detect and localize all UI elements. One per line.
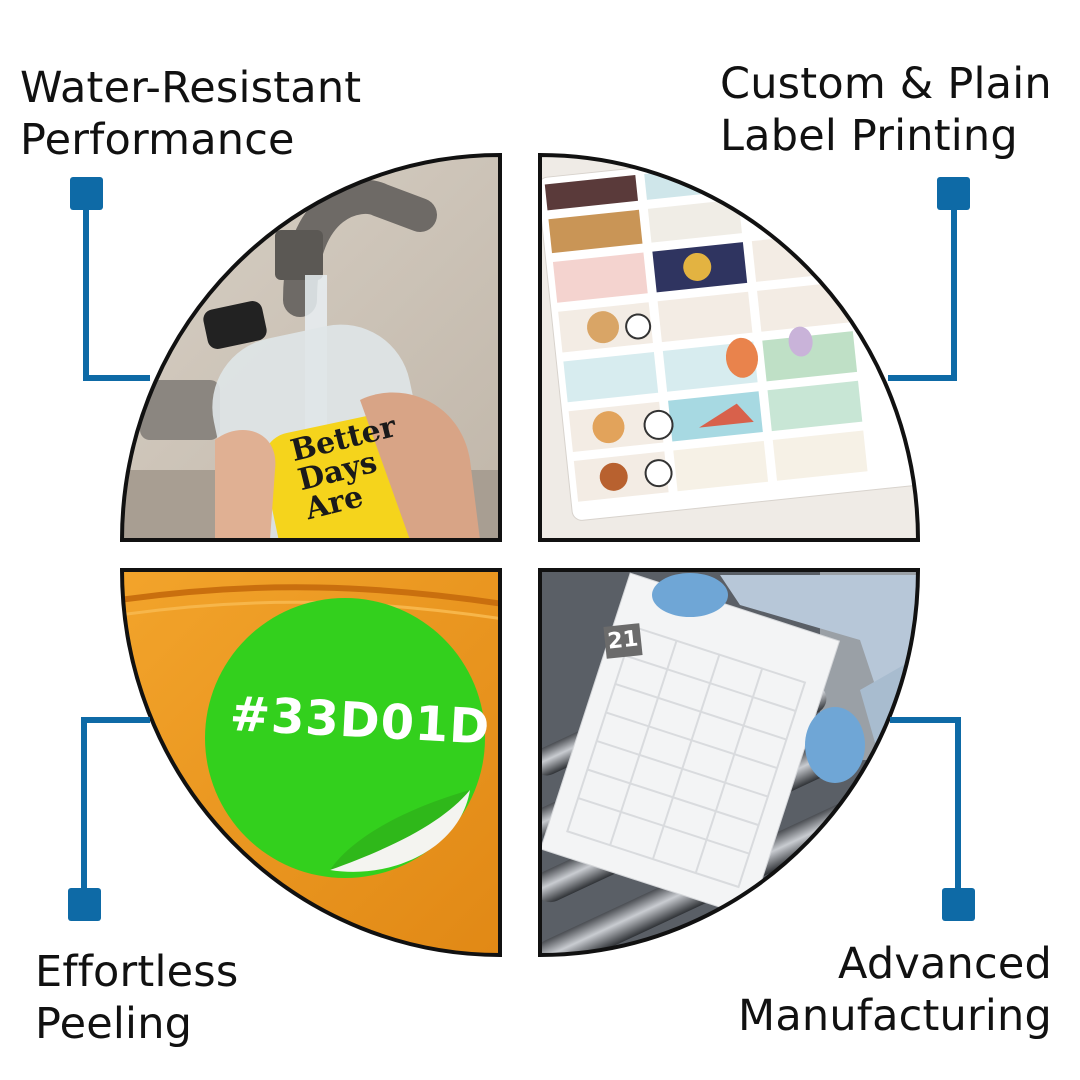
caption-line: Effortless	[35, 947, 239, 997]
quadrant-manufacturing	[540, 570, 918, 955]
caption-line: Water-Resistant	[20, 63, 362, 113]
caption-effortless-peeling: Effortless Peeling	[35, 946, 239, 1050]
caption-line: Label Printing	[720, 111, 1018, 161]
quadrant-borders	[119, 152, 921, 958]
caption-line: Advanced	[838, 939, 1052, 989]
quadrant-label-sheet	[540, 155, 918, 540]
caption-line: Performance	[20, 115, 295, 165]
caption-water-resistant: Water-Resistant Performance	[20, 62, 361, 166]
caption-custom-printing: Custom & Plain Label Printing	[720, 58, 1052, 162]
caption-advanced-manufacturing: Advanced Manufacturing	[738, 938, 1052, 1042]
caption-line: Manufacturing	[738, 991, 1052, 1041]
caption-line: Peeling	[35, 999, 193, 1049]
caption-line: Custom & Plain	[720, 59, 1052, 109]
sheet-number-badge: 21	[603, 623, 643, 659]
connector-squares	[68, 177, 975, 921]
quadrant-orange-bag	[122, 570, 500, 955]
connector-lines	[81, 195, 961, 905]
